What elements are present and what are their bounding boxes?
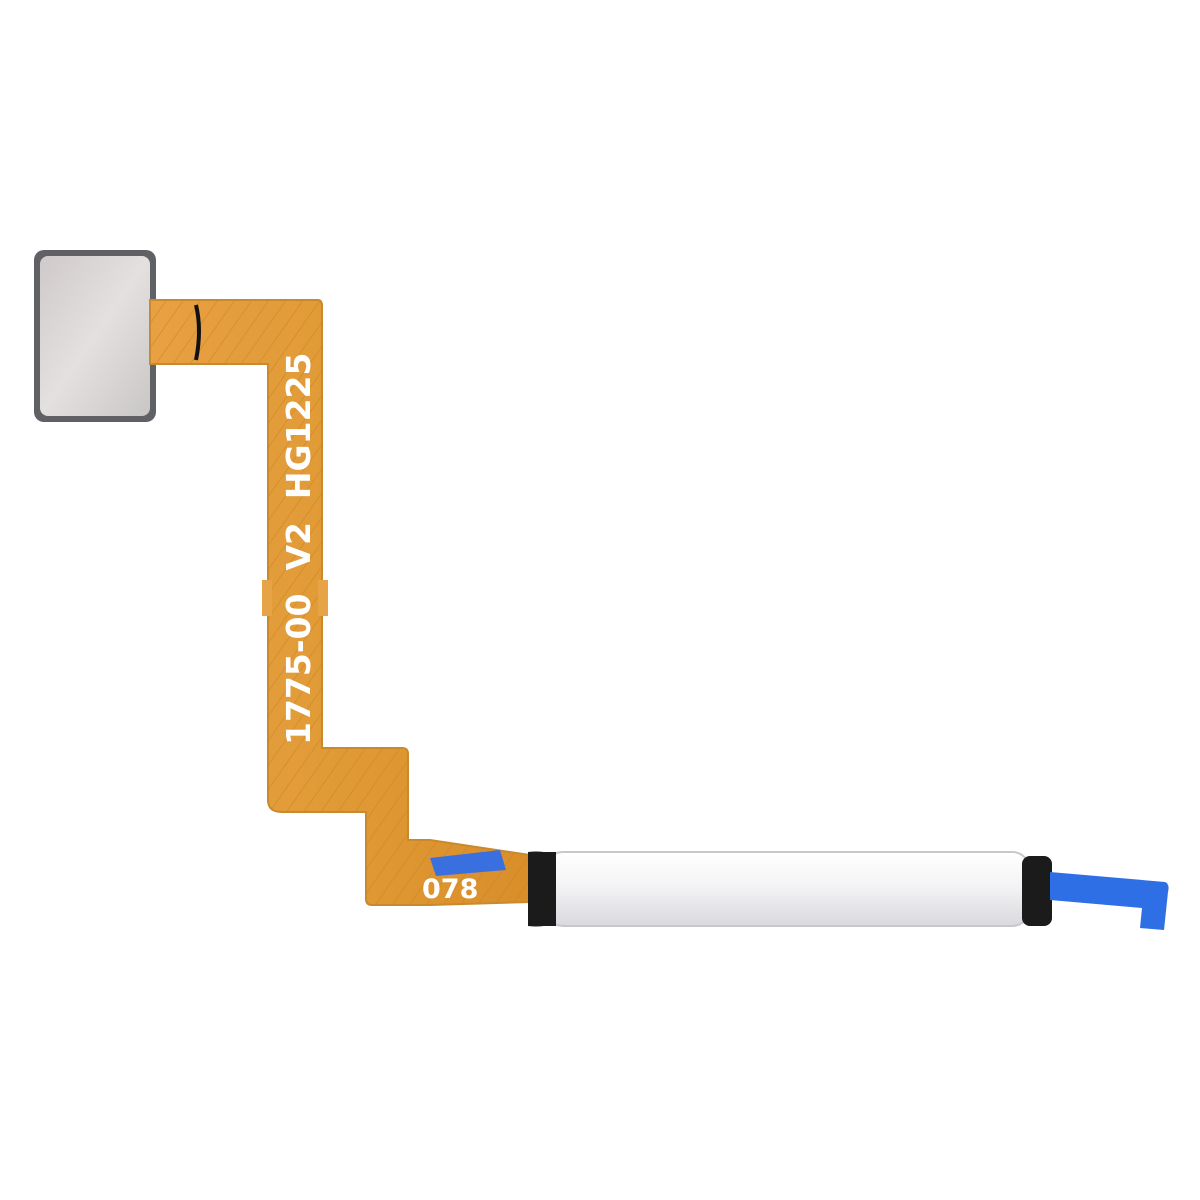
- flex-ribbon: [149, 299, 531, 906]
- sensor-pad: [34, 250, 156, 422]
- blue-tab-right: [1050, 872, 1169, 930]
- batch-label: 078: [422, 874, 478, 905]
- part-code-label: 1775-00 V2 HG1225: [279, 353, 318, 745]
- blue-tab-left: [430, 850, 506, 876]
- power-button: [528, 851, 1052, 927]
